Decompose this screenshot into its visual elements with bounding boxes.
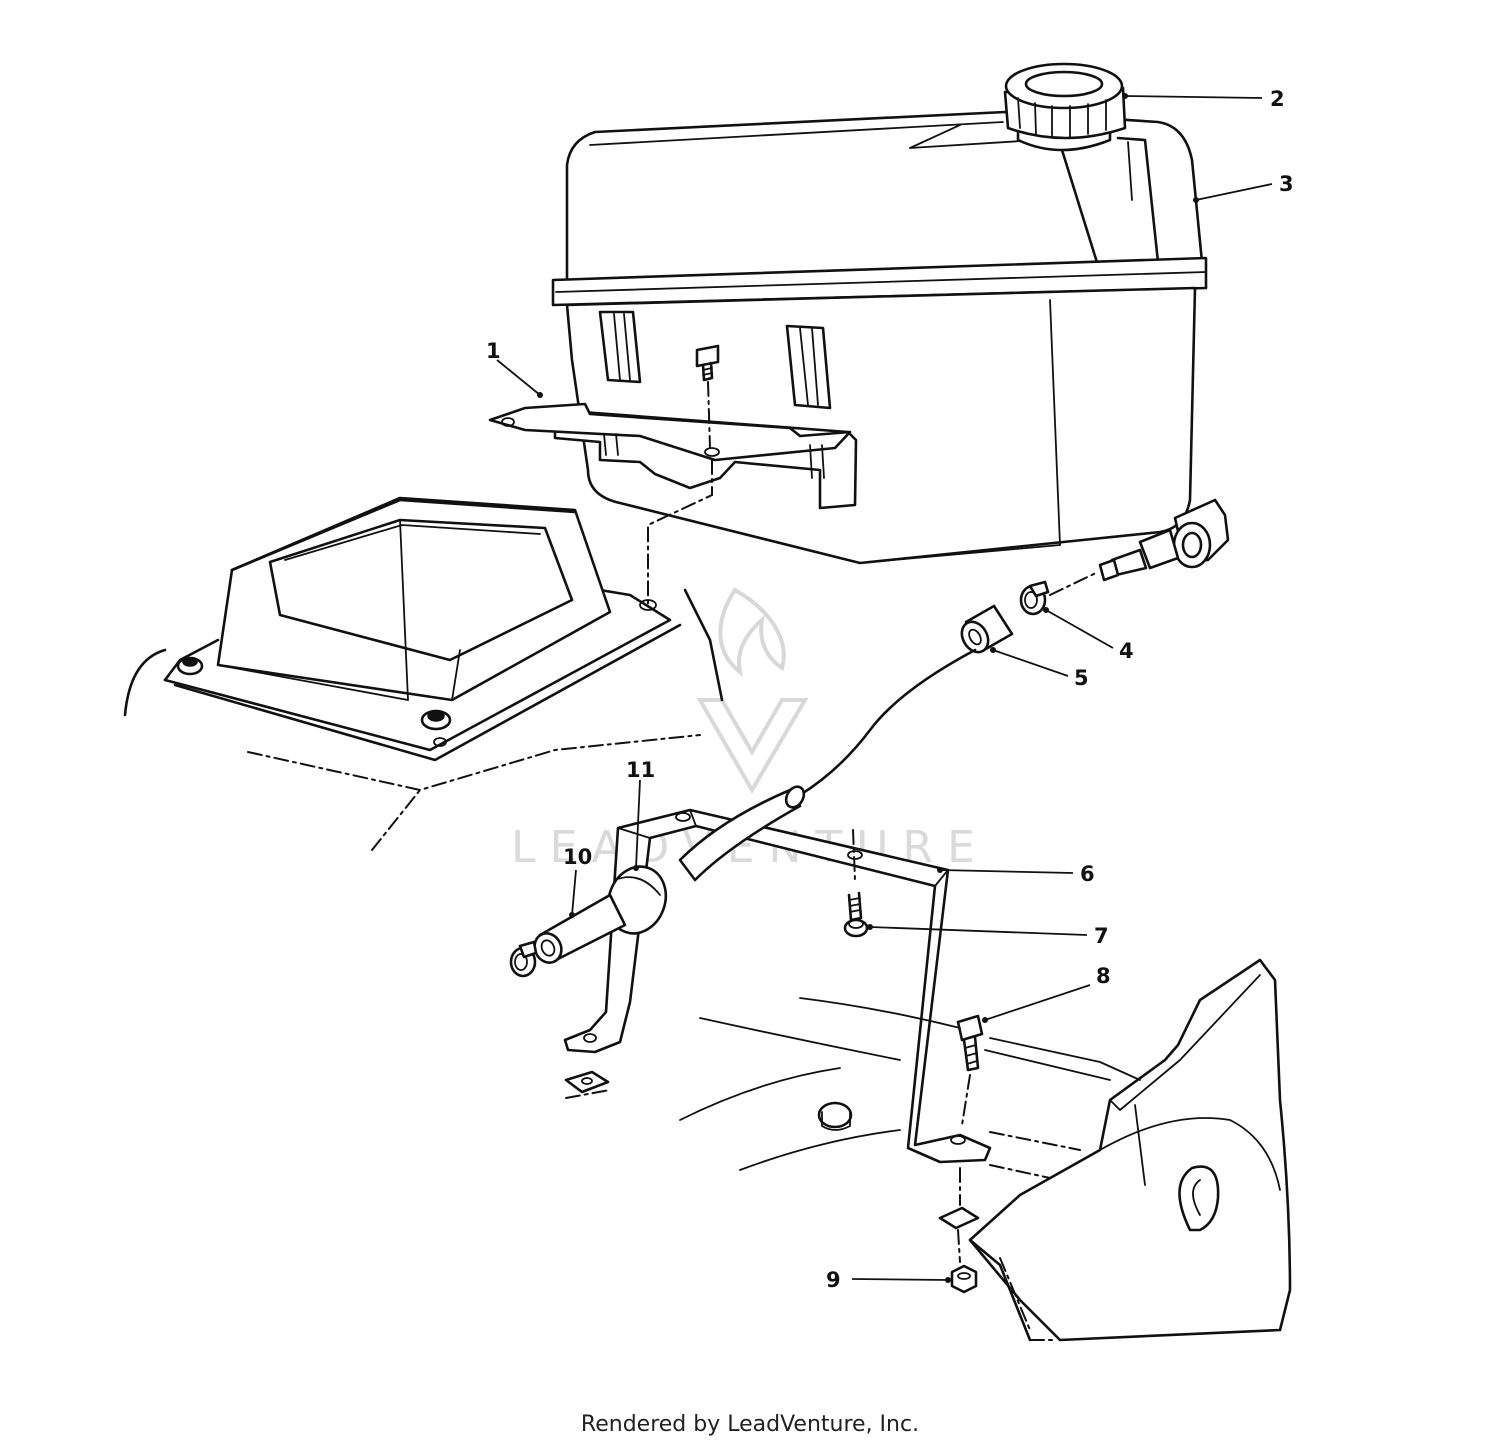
fuel-line-grommet xyxy=(606,785,806,935)
callout-2-label: 2 xyxy=(1270,87,1285,111)
callout-6: 6 xyxy=(937,862,1095,886)
support-bracket xyxy=(563,808,992,1164)
callout-11-label: 11 xyxy=(626,758,655,782)
callout-6-label: 6 xyxy=(1080,862,1095,886)
callout-9-label: 9 xyxy=(826,1268,841,1292)
callout-11: 11 xyxy=(626,758,655,871)
callout-4-label: 4 xyxy=(1119,639,1134,663)
callout-1-label: 1 xyxy=(486,339,501,363)
render-credit: Rendered by LeadVenture, Inc. xyxy=(580,1412,920,1437)
callout-3-label: 3 xyxy=(1279,172,1294,196)
fuel-filter-sleeve xyxy=(960,604,1014,654)
callout-8-label: 8 xyxy=(1096,964,1111,988)
bolt-8 xyxy=(956,1014,984,1126)
callout-1: 1 xyxy=(486,339,543,398)
callout-7-label: 7 xyxy=(1094,924,1109,948)
fuel-line xyxy=(798,648,977,797)
hose-clamp-upper xyxy=(1019,580,1050,616)
shutoff-valve xyxy=(1098,498,1230,582)
tank-bracket xyxy=(488,402,858,510)
callout-4: 4 xyxy=(1043,607,1134,663)
engine-shroud xyxy=(123,496,724,851)
deck-outline xyxy=(679,997,1141,1179)
callout-3: 3 xyxy=(1193,172,1294,203)
bracket-screw xyxy=(695,344,720,382)
callout-10: 10 xyxy=(563,845,592,918)
callout-5: 5 xyxy=(990,647,1089,690)
mower-frame xyxy=(968,958,1292,1342)
screw-7 xyxy=(843,829,869,938)
hose-clamp-lower xyxy=(509,940,538,978)
callout-7: 7 xyxy=(867,924,1109,948)
hex-nut-9 xyxy=(950,1264,978,1294)
fuel-cap xyxy=(1003,62,1127,152)
callout-9: 9 xyxy=(826,1268,951,1292)
callout-5-label: 5 xyxy=(1074,666,1089,690)
weld-nut-left xyxy=(564,1070,611,1099)
fuel-shutoff-tube xyxy=(533,893,627,964)
fuel-tank xyxy=(551,110,1208,565)
callout-8: 8 xyxy=(982,964,1111,1023)
callout-2: 2 xyxy=(1122,87,1285,111)
callout-10-label: 10 xyxy=(563,845,592,869)
weld-nut-right xyxy=(938,1167,980,1263)
